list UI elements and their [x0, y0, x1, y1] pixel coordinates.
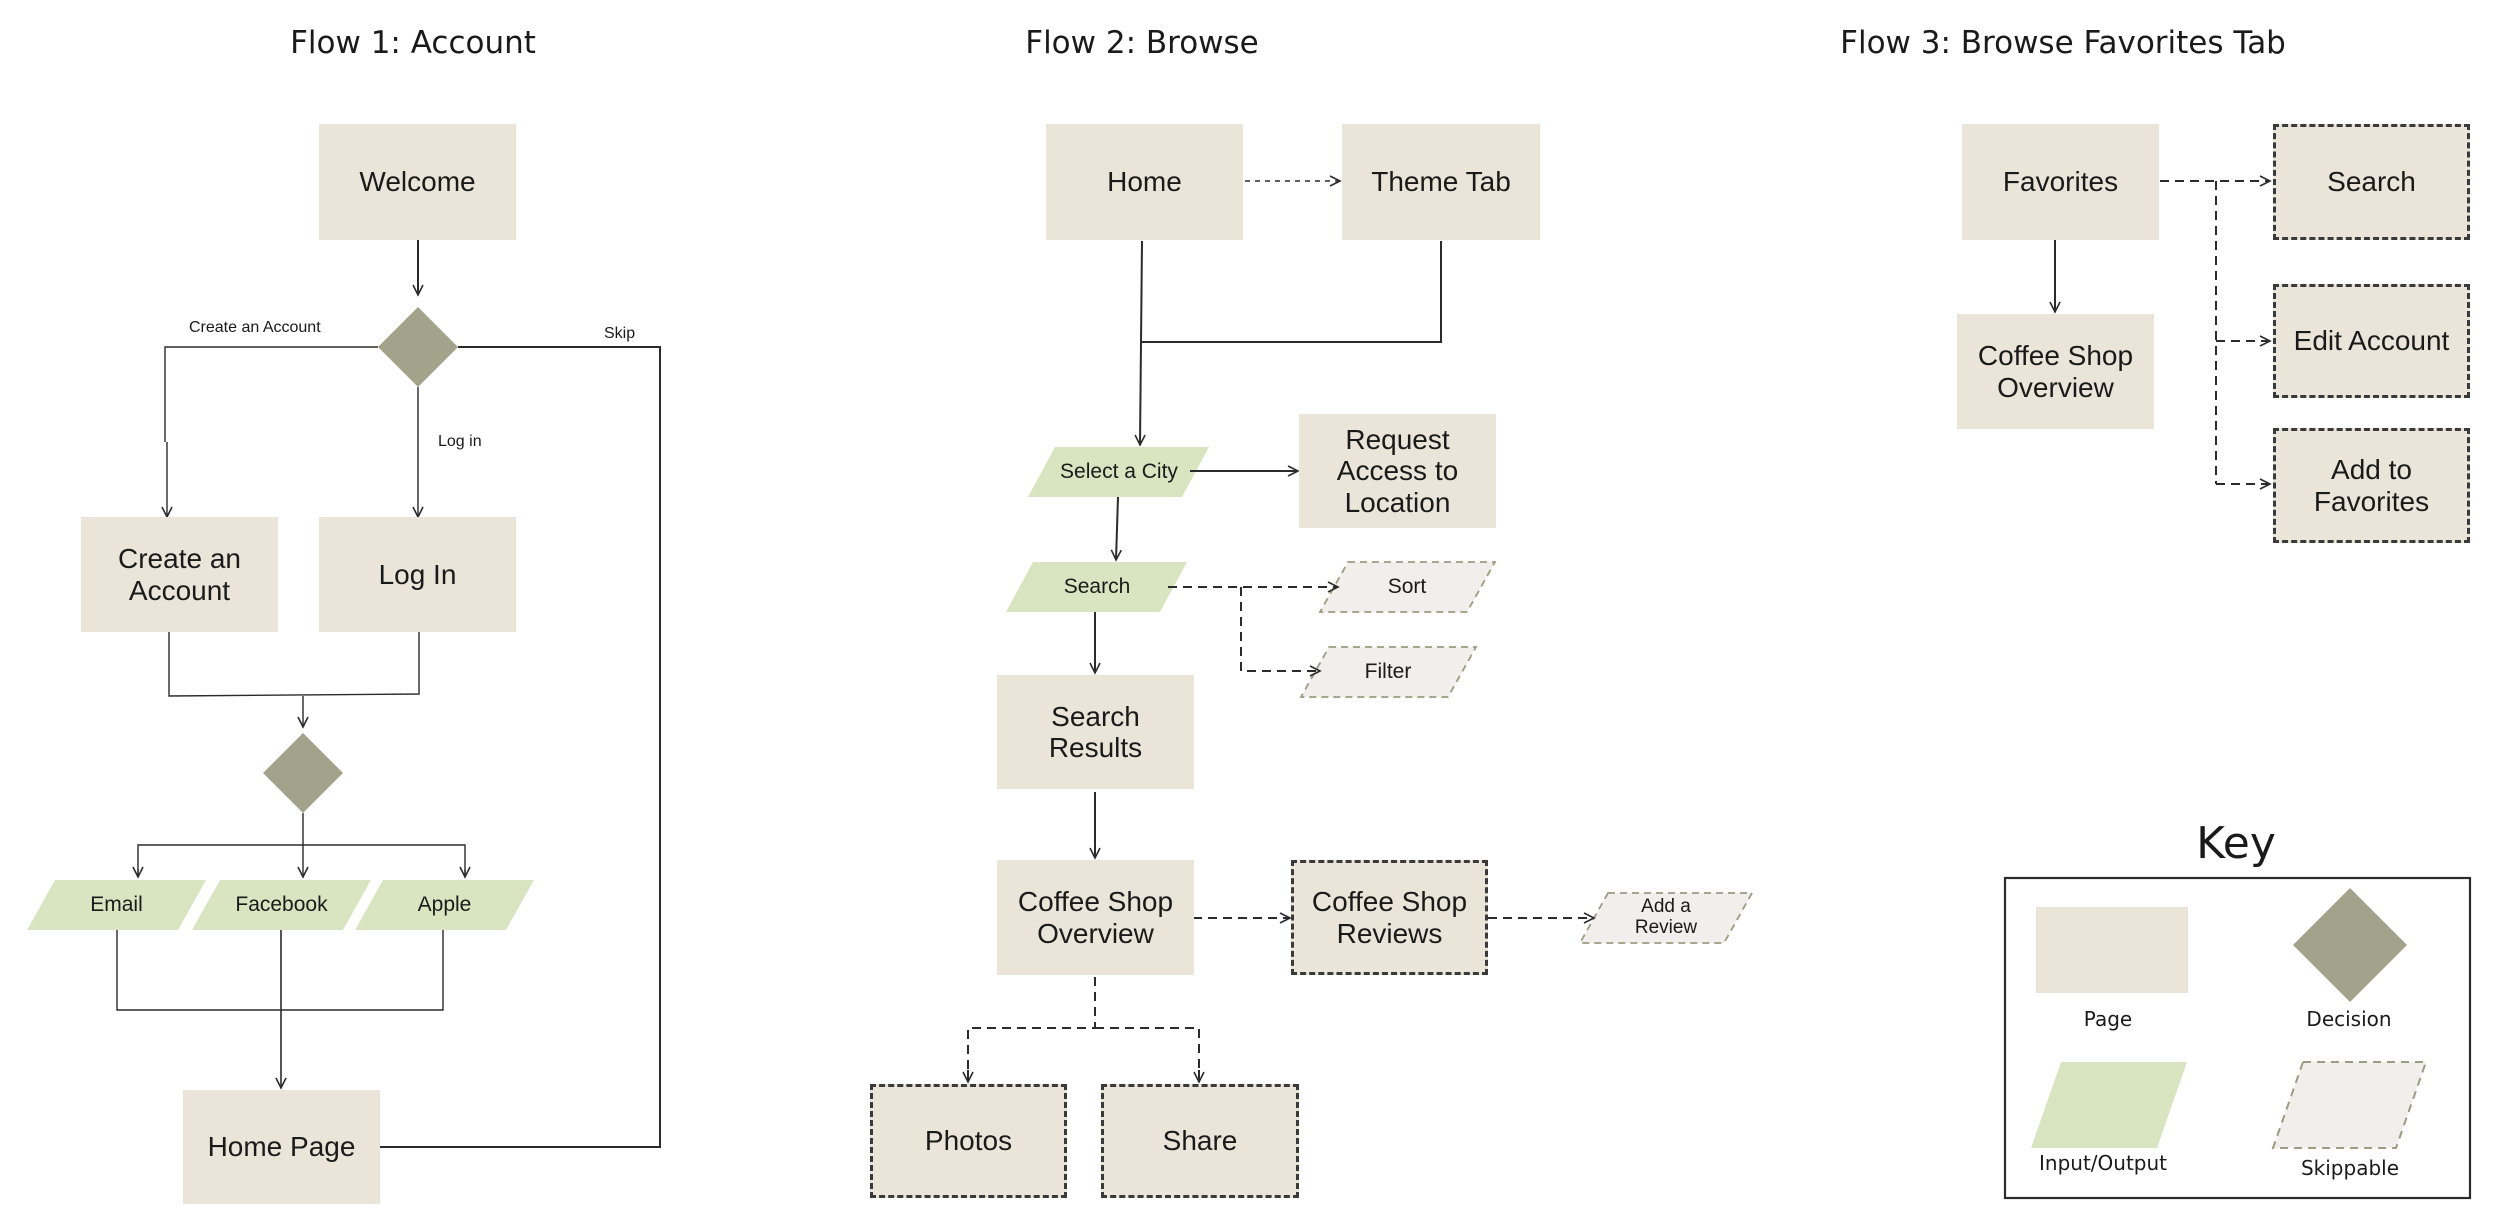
io-filter: Filter — [1364, 659, 1412, 683]
node-coffee-shop-reviews: Coffee Shop Reviews — [1291, 860, 1488, 975]
node-request-access: Request Access to Location — [1299, 414, 1496, 528]
key-io-swatch — [2031, 1062, 2187, 1148]
edge-methods-merge — [116, 930, 444, 1011]
io-shape-apple — [355, 880, 534, 930]
node-edit-account: Edit Account — [2273, 284, 2470, 398]
node-add-to-favorites: Add to Favorites — [2273, 428, 2470, 543]
node-home-page: Home Page — [183, 1090, 380, 1204]
edge-accounts-merge — [168, 632, 420, 697]
key-label-page: Page — [2083, 1007, 2133, 1031]
io-apple: Apple — [417, 892, 472, 916]
io-facebook: Facebook — [235, 892, 328, 916]
key-label-decision: Decision — [2306, 1007, 2392, 1031]
node-home: Home — [1046, 124, 1243, 240]
edge-city-search — [1110, 496, 1123, 562]
node-search-results: Search Results — [997, 675, 1194, 789]
edge-label-skip: Skip — [604, 325, 636, 342]
io-shape-search — [1006, 562, 1187, 612]
flow-2-title: Flow 2: Browse — [1025, 25, 1259, 61]
key-decision-swatch — [2293, 888, 2407, 1002]
edge-overview-photos-share — [967, 977, 1200, 1080]
edge-label-log-in: Log in — [438, 433, 482, 450]
key-skippable-swatch — [2271, 1061, 2428, 1149]
node-flow3-coffee-shop-overview: Coffee Shop Overview — [1957, 314, 2154, 429]
key-label-input-output: Input/Output — [2039, 1151, 2167, 1175]
key-frame — [2003, 876, 2472, 1200]
skippable-shape-filter — [1299, 646, 1478, 698]
node-welcome: Welcome — [319, 124, 516, 240]
io-select-city: Select a City — [1060, 459, 1178, 483]
edge-create-account — [164, 346, 378, 442]
node-favorites: Favorites — [1962, 124, 2159, 240]
decision-diamond-auth — [378, 307, 458, 387]
flow-3-title: Flow 3: Browse Favorites Tab — [1840, 25, 2286, 61]
io-email: Email — [90, 892, 143, 916]
io-shape-email — [27, 880, 206, 930]
node-log-in: Log In — [319, 517, 516, 632]
skippable-shape-add-review — [1578, 892, 1754, 944]
edge-skip — [380, 346, 661, 1148]
decision-diamond-method — [263, 733, 343, 813]
node-flow3-search: Search — [2273, 124, 2470, 240]
io-shape-facebook — [192, 880, 371, 930]
edge-search-filter — [1240, 587, 1322, 677]
io-search: Search — [1063, 574, 1131, 598]
edge-theme-merge — [1140, 241, 1442, 343]
node-coffee-shop-overview: Coffee Shop Overview — [997, 860, 1194, 975]
node-share: Share — [1101, 1084, 1299, 1198]
key-title: Key — [2196, 818, 2276, 869]
io-add-review: Add a Review — [1634, 896, 1698, 938]
key-page-swatch — [2036, 907, 2188, 993]
skippable-shape-sort — [1318, 561, 1497, 613]
io-shape-select-city — [1028, 447, 1209, 497]
node-create-account: Create an Account — [81, 517, 278, 632]
edge-label-create-account: Create an Account — [189, 319, 321, 336]
node-photos: Photos — [870, 1084, 1067, 1198]
flow-1-title: Flow 1: Account — [290, 25, 536, 61]
io-sort: Sort — [1387, 574, 1427, 598]
key-label-skippable: Skippable — [2300, 1156, 2400, 1180]
node-theme-tab: Theme Tab — [1342, 124, 1540, 240]
